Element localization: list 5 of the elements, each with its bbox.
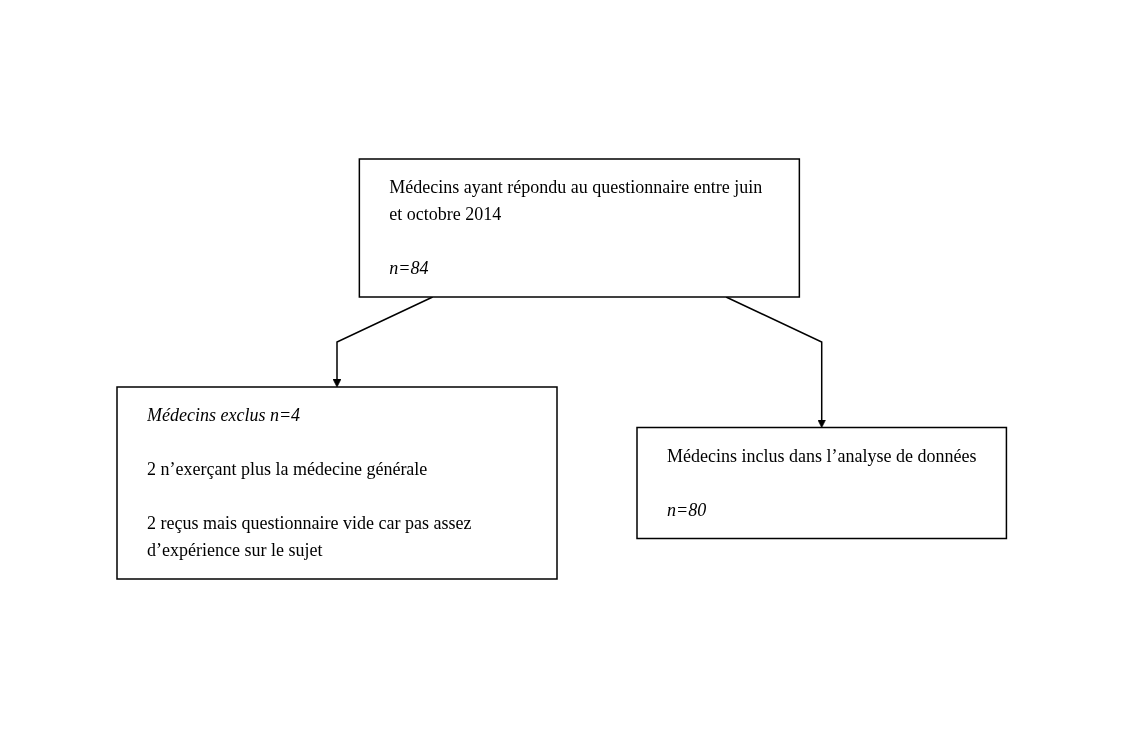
node-box: Médecins exclus n=4 2 n’exerçant plus la médecine générale 2 reçus mais questionnaire vide car pas assez d’expérience sur le sujet [116,385,558,580]
node-box: Médecins inclus dans l’analyse de données n=80 [636,426,1007,539]
node-box: Médecins ayant répondu au questionnaire entre juin et octobre 2014 n=84 [358,157,800,298]
arrow [725,295,826,428]
arrow [332,295,434,387]
